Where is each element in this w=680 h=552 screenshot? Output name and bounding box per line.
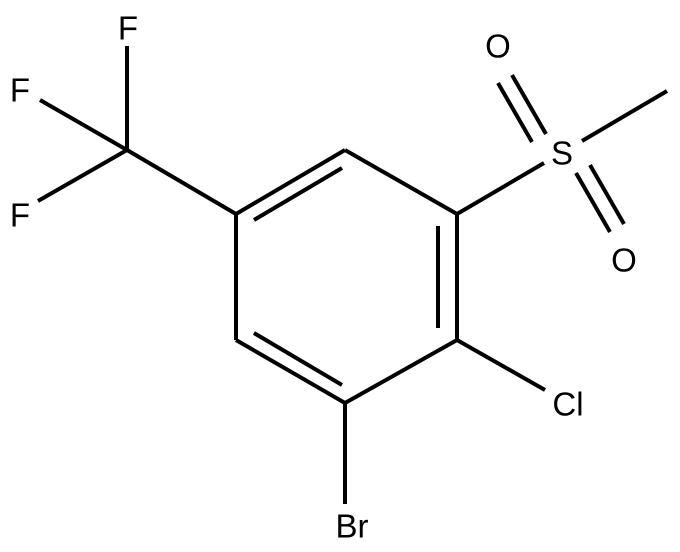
bond-cf3-to-f-middle [39,98,128,152]
benzene-ring [234,148,459,405]
ring-double-bond-inner-top-left [252,166,344,222]
bond-ring-to-cf3 [125,148,238,216]
halogen-substituents: Cl Br [336,338,584,545]
ring-bond-c6-c1 [234,148,347,216]
bond-sulfur-to-o-bottom-a [574,172,612,233]
bond-sulfur-to-o-top-a [510,74,548,135]
bond-ring-to-chlorine [456,338,546,392]
bond-sulfur-to-methyl [580,89,669,143]
atom-label-chlorine: Cl [552,386,583,423]
ring-bond-c4-c5 [234,338,347,405]
atom-label-sulfur: S [551,135,573,172]
ring-bond-c3-c4 [344,338,458,405]
methylsulfonyl-group: O S O [455,28,669,279]
atom-label-bromine: Br [336,508,369,545]
atom-label-o-bottom: O [611,242,637,279]
bond-ring-to-sulfur [455,161,546,216]
trifluoromethyl-group: F F F [10,10,238,234]
ring-bond-c1-c2 [344,148,458,216]
ring-double-bond-inner-bottom-left [252,331,344,387]
atom-label-o-top: O [485,28,511,65]
bond-sulfur-to-o-top-b [496,82,534,143]
bond-sulfur-to-o-bottom-b [588,164,626,225]
atom-label-f-middle: F [10,72,30,109]
atom-label-f-top: F [118,10,138,47]
bond-cf3-to-f-bottom [37,148,128,203]
atom-label-f-bottom: F [10,197,30,234]
